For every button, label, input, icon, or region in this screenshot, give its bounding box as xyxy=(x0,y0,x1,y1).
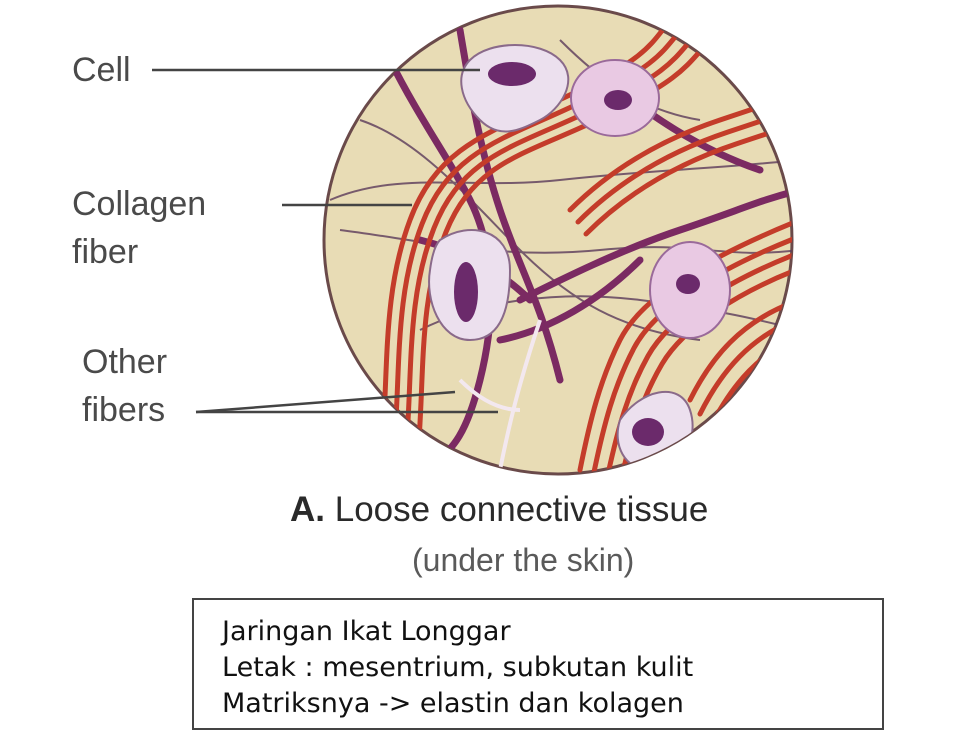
other-label-line2: fibers xyxy=(82,391,166,429)
other-fibers-label: Other fibers xyxy=(82,338,167,434)
fibroblast-cell-center xyxy=(428,229,512,342)
cell-label: Cell xyxy=(72,51,131,89)
info-line-matrix: Matriksnya -> elastin dan kolagen xyxy=(222,688,684,719)
leader-lines xyxy=(152,68,498,414)
other-fibers-leader-line-1 xyxy=(195,390,456,414)
collagen-label-line2: fiber xyxy=(72,233,139,271)
info-line-location: Letak : mesentrium, subkutan kulit xyxy=(222,652,694,683)
other-label-line1: Other xyxy=(82,343,168,381)
collagen-fiber-label: Collagen fiber xyxy=(72,180,206,276)
fibroblast-cell xyxy=(460,44,570,133)
title-letter: A. xyxy=(290,490,325,529)
info-box: Jaringan Ikat Longgar Letak : mesentrium… xyxy=(192,598,884,730)
pale-fibers xyxy=(458,319,542,471)
macrophage-cell xyxy=(649,241,731,339)
title-text: Loose connective tissue xyxy=(334,490,709,529)
collagen-label-line1: Collagen xyxy=(72,185,207,223)
fat-cell xyxy=(570,59,660,137)
diagram-subtitle: (under the skin) xyxy=(412,542,635,578)
info-line-name: Jaringan Ikat Longgar xyxy=(222,616,511,647)
diagram-title: A. Loose connective tissue xyxy=(290,490,708,530)
